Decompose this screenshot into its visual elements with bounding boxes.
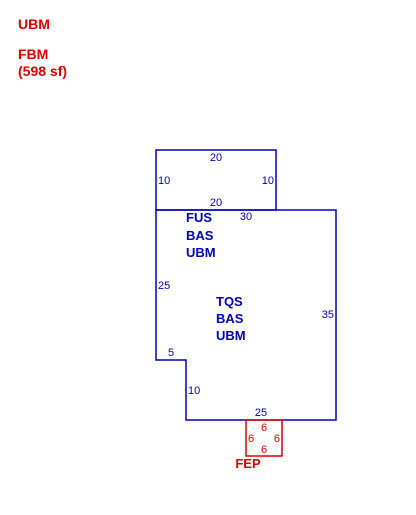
dim-main-right: 35 (322, 309, 334, 321)
dim-upper-top: 20 (210, 152, 222, 164)
label-tqs: TQS (216, 294, 243, 309)
dim-upper-left: 10 (158, 175, 170, 187)
dim-upper-bottom: 20 (210, 197, 222, 209)
label-ubm-upper: UBM (186, 245, 216, 260)
label-ubm-main: UBM (216, 328, 246, 343)
label-bas-upper: BAS (186, 228, 214, 243)
porch-outline (245, 419, 283, 457)
label-fus: FUS (186, 210, 212, 225)
dim-porch-right: 6 (274, 433, 280, 445)
legend-square-footage: (598 sf) (18, 63, 68, 79)
dim-main-top: 30 (240, 211, 252, 223)
dim-main-bottom: 25 (255, 407, 267, 419)
dim-main-lower-left: 10 (188, 385, 200, 397)
dim-main-left: 25 (158, 280, 170, 292)
label-bas-main: BAS (216, 311, 244, 326)
dim-porch-left: 6 (248, 433, 254, 445)
legend-ubm: UBM (18, 16, 50, 32)
dim-porch-top: 6 (261, 422, 267, 434)
label-fep: FEP (235, 456, 261, 471)
dim-main-notch: 5 (168, 347, 174, 359)
legend-fbm: FBM (18, 46, 49, 62)
dim-upper-right: 10 (262, 175, 274, 187)
main-section-outline (155, 209, 337, 421)
dim-porch-bottom: 6 (261, 444, 267, 456)
